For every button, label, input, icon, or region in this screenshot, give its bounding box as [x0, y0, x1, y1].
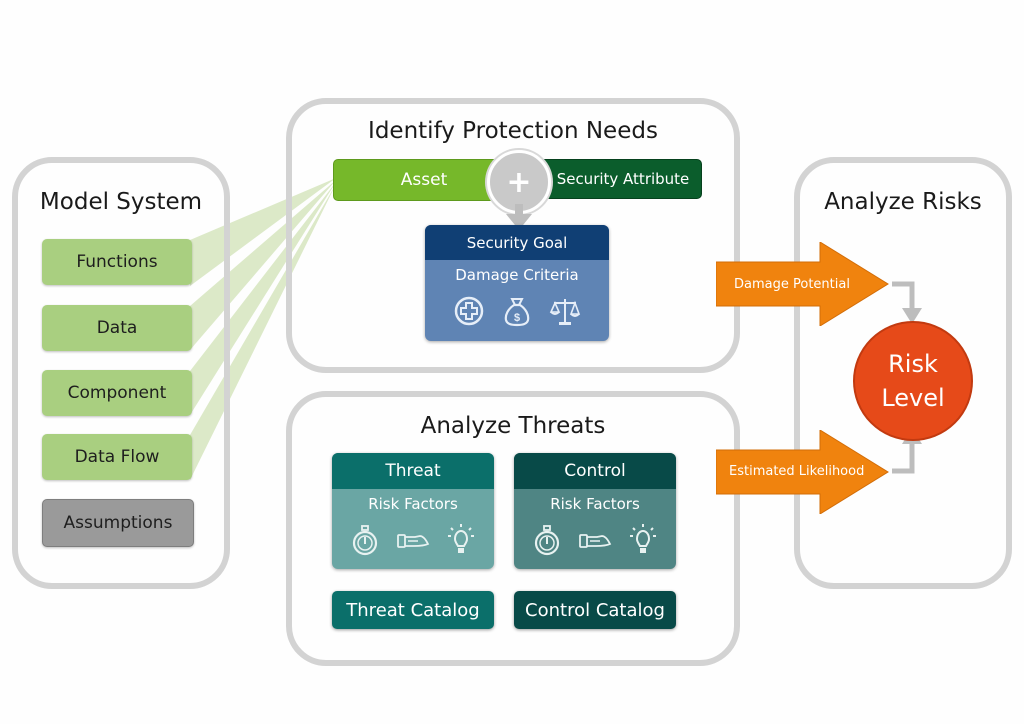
risks-panel: Analyze Risks	[794, 157, 1012, 589]
control-risk-factors-label: Risk Factors	[550, 495, 640, 513]
stopwatch-icon	[352, 525, 378, 556]
damage-criteria-label: Damage Criteria	[455, 266, 579, 284]
estimated-likelihood-label: Estimated Likelihood	[729, 464, 865, 479]
risks-title: Analyze Risks	[824, 189, 982, 215]
model-item-data[interactable]: Data	[42, 305, 192, 351]
model-item-data-flow[interactable]: Data Flow	[42, 434, 192, 480]
hand-icon	[397, 534, 430, 548]
down-arrow-icon	[506, 204, 532, 230]
model-system-title: Model System	[39, 189, 203, 215]
scales-icon	[549, 299, 581, 325]
protection-needs-title: Identify Protection Needs	[368, 118, 658, 144]
security-goal-card[interactable]: Security Goal Damage Criteria $	[425, 225, 609, 341]
security-attribute-box[interactable]: Security Attribute	[536, 159, 702, 199]
hand-icon	[579, 534, 612, 548]
threat-risk-factors-label: Risk Factors	[368, 495, 458, 513]
threats-title: Analyze Threats	[420, 413, 606, 439]
damage-potential-arrow	[716, 242, 889, 326]
risk-level-line1: Risk	[888, 350, 938, 378]
asset-box[interactable]: Asset	[333, 159, 515, 201]
threat-header: Threat	[332, 453, 494, 489]
lightbulb-icon	[448, 524, 474, 553]
stopwatch-icon	[534, 525, 560, 556]
threat-card[interactable]: Threat Risk Factors	[332, 453, 494, 569]
svg-text:$: $	[514, 312, 520, 324]
money-bag-icon: $	[504, 298, 530, 327]
damage-potential-label: Damage Potential	[734, 277, 850, 292]
combine-plus-icon: +	[487, 150, 551, 214]
damage-to-risk-connector	[892, 281, 922, 324]
risk-level-circle[interactable]: Risk Level	[853, 321, 973, 441]
model-system-panel: Model System	[12, 157, 230, 589]
protection-needs-panel: Identify Protection Needs	[286, 98, 740, 373]
security-goal-header: Security Goal	[425, 225, 609, 260]
threat-catalog-button[interactable]: Threat Catalog	[332, 591, 494, 629]
estimated-likelihood-arrow	[716, 430, 889, 514]
threats-panel: Analyze Threats	[286, 391, 740, 666]
risk-level-line2: Level	[881, 384, 945, 412]
lightbulb-icon	[630, 524, 656, 553]
control-catalog-button[interactable]: Control Catalog	[514, 591, 676, 629]
control-card[interactable]: Control Risk Factors	[514, 453, 676, 569]
model-item-assumptions[interactable]: Assumptions	[42, 499, 194, 547]
control-header: Control	[514, 453, 676, 489]
model-item-component[interactable]: Component	[42, 370, 192, 416]
medical-cross-icon	[454, 296, 484, 326]
model-item-functions[interactable]: Functions	[42, 239, 192, 285]
